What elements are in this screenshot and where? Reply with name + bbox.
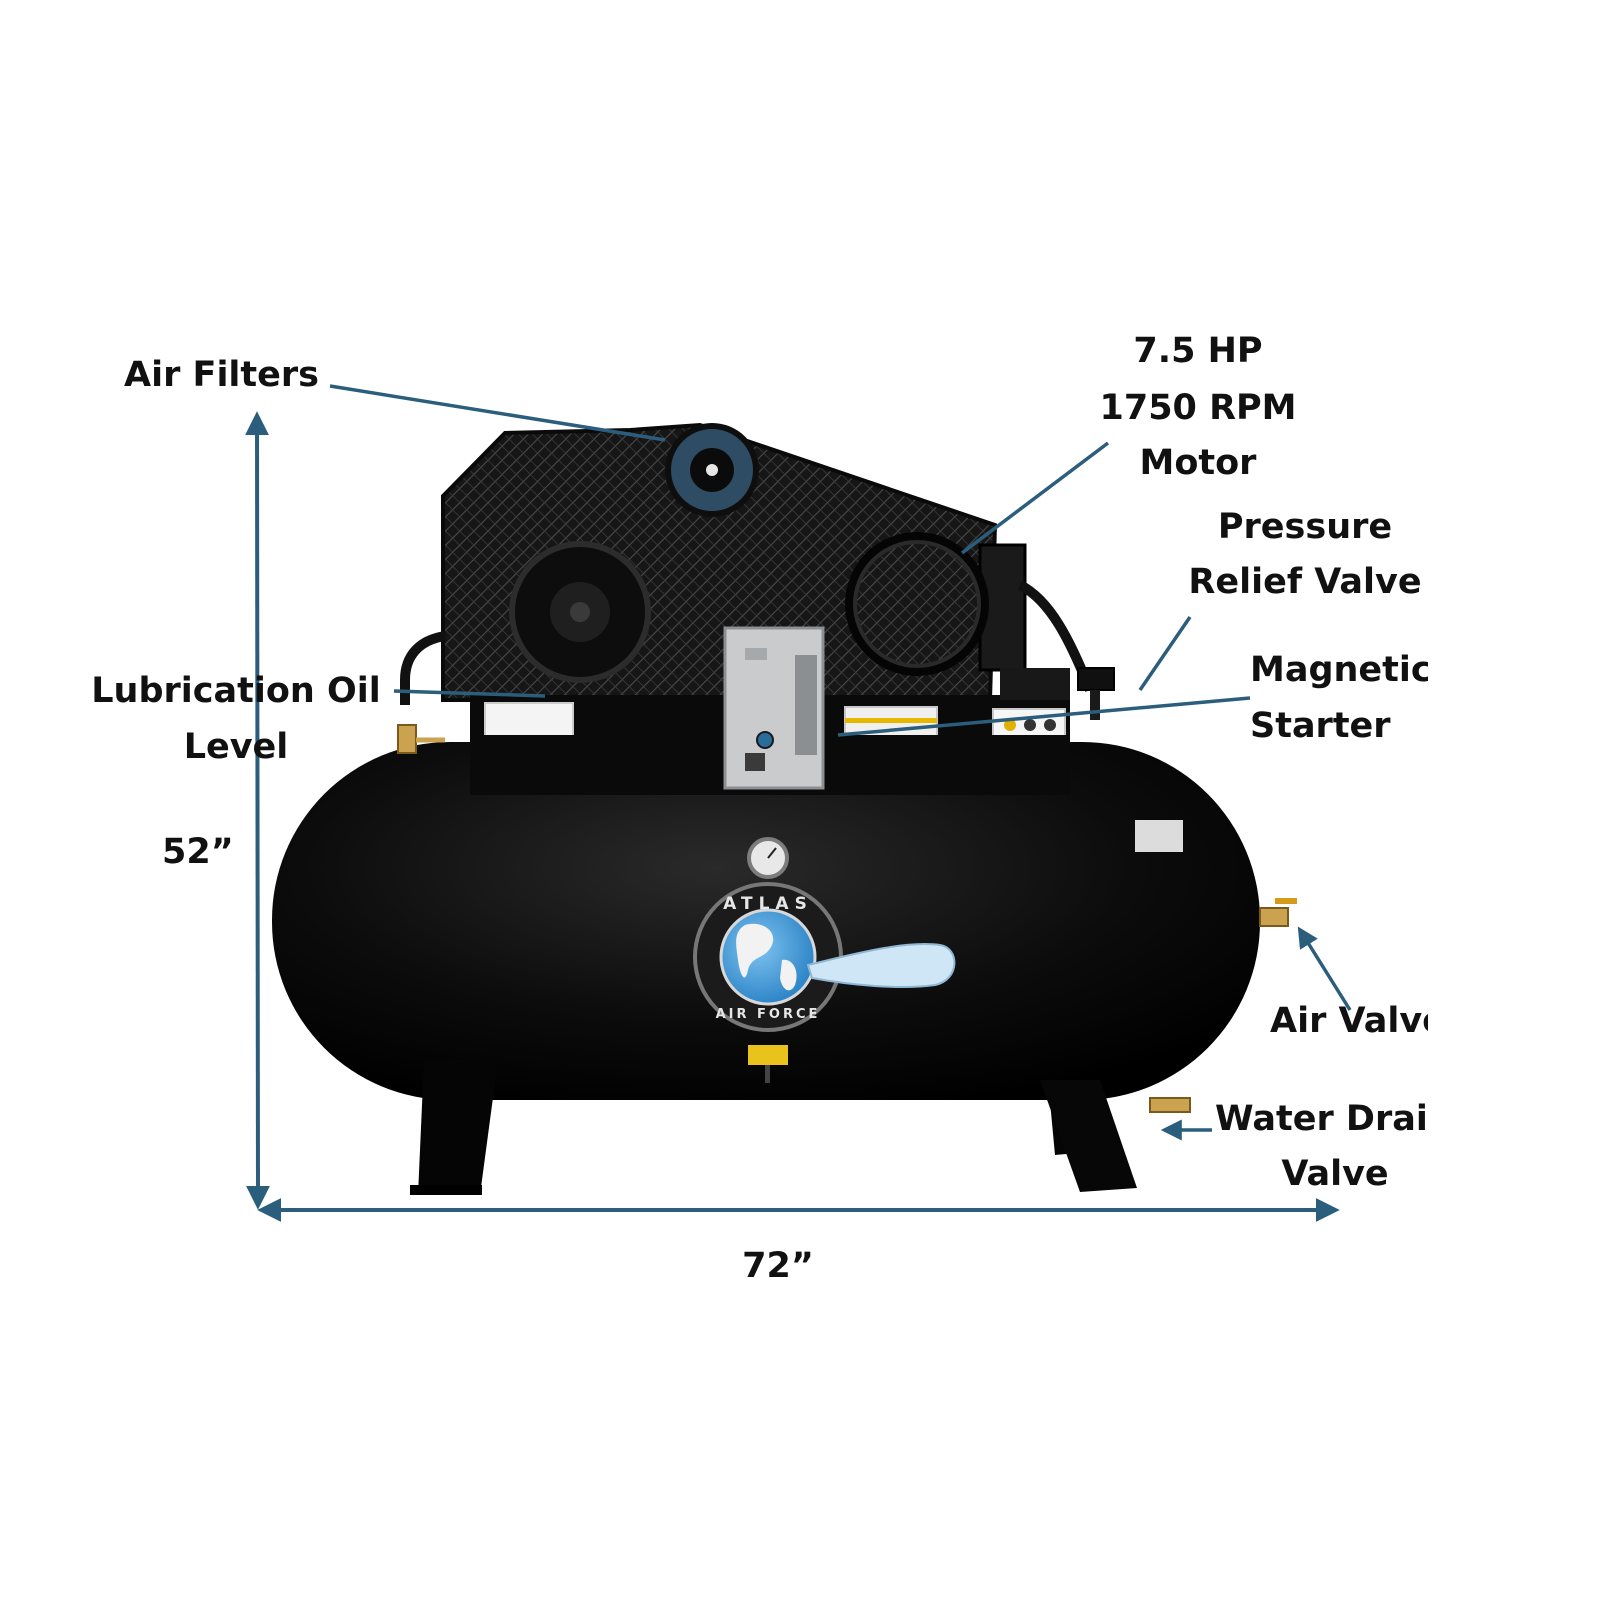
label-air-filters: Air Filters <box>124 355 319 395</box>
left-hose <box>400 631 446 705</box>
magnetic-starter <box>723 626 825 790</box>
right-edge-mask <box>1428 640 1600 1220</box>
callout-labels: Air Filters 7.5 HP 1750 RPM Motor Pressu… <box>91 331 1453 1286</box>
label-water-drain: Water Drain <box>1215 1099 1453 1139</box>
label-motor-hp: 7.5 HP <box>1133 331 1262 371</box>
oil-sight-fitting <box>397 724 417 754</box>
pressure-relief-valve <box>1077 667 1115 691</box>
pressure-gauge-icon <box>747 837 789 879</box>
label-motor-rpm: 1750 RPM <box>1099 388 1296 428</box>
logo-bottom-text: AIR FORCE <box>716 1007 821 1022</box>
tank-sticker-right <box>1135 820 1183 852</box>
leader-lines <box>329 384 1352 1141</box>
water-drain-fitting <box>1149 1097 1191 1113</box>
air-filter-icon <box>665 423 759 517</box>
tank-yellow-tag <box>748 1045 788 1065</box>
leader-motor <box>960 441 1110 555</box>
label-motor: Motor <box>1140 443 1258 483</box>
label-magnetic: Magnetic <box>1250 650 1432 690</box>
label-height-dimension: 52” <box>162 832 234 872</box>
leader-lubrication <box>393 689 546 698</box>
height-dimension-line <box>245 411 270 1210</box>
label-air-valve: Air Valve <box>1270 1001 1446 1041</box>
label-pressure: Pressure <box>1218 507 1392 547</box>
logo-top-text: ATLAS <box>723 894 813 914</box>
label-level: Level <box>184 727 289 767</box>
air-swoosh <box>806 943 956 988</box>
label-lubrication-oil: Lubrication Oil <box>91 671 381 711</box>
tank-leg-front-right <box>1040 1080 1137 1192</box>
label-relief-valve: Relief Valve <box>1188 562 1421 602</box>
label-valve: Valve <box>1281 1154 1388 1194</box>
label-width-dimension: 72” <box>742 1246 814 1286</box>
leader-air-valve <box>1297 926 1352 1011</box>
tank-leg-front-left <box>418 1060 498 1195</box>
leader-air-filters <box>329 384 666 442</box>
air-valve-fitting <box>1259 898 1297 927</box>
dimension-lines <box>245 411 1340 1222</box>
label-starter: Starter <box>1250 706 1391 746</box>
leader-magnetic-starter <box>837 696 1251 737</box>
air-compressor-image: ATLAS AIR FORCE <box>272 422 1297 1195</box>
atlas-logo: ATLAS AIR FORCE <box>693 882 956 1032</box>
leader-relief-valve <box>1138 616 1192 691</box>
motor <box>845 532 1027 676</box>
